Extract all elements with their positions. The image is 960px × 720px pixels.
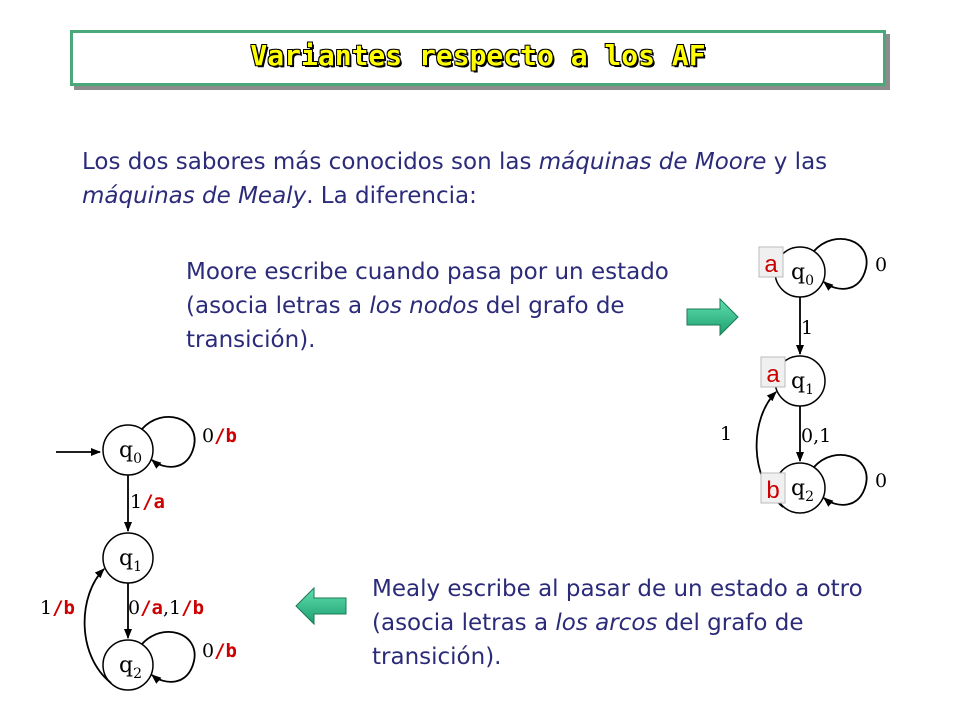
moore-output-box-q1 xyxy=(760,356,786,388)
moore-q2-q1-label: 1 xyxy=(720,423,732,445)
mealy-text-2: del grafo de transición). xyxy=(372,610,804,670)
moore-q1-q2-label: 0,1 xyxy=(801,425,831,447)
mealy-q2-label: q2 xyxy=(119,653,142,682)
intro-emphasis-moore: máquinas de Moore xyxy=(538,149,767,175)
moore-output-box-q2 xyxy=(760,472,786,504)
right-arrow-icon xyxy=(686,297,739,337)
mealy-q1-q2-label: 0/a,1/b xyxy=(128,597,204,619)
mealy-q2-loop-label: 0/b xyxy=(202,640,237,662)
left-arrow-icon xyxy=(295,586,347,626)
mealy-q2-q1-label: 1/b xyxy=(40,597,75,619)
page-title: Variantes respecto a los AF xyxy=(250,39,706,72)
mealy-q0-loop-label: 0/b xyxy=(202,425,237,447)
moore-emphasis: los nodos xyxy=(369,293,479,319)
title-box: Variantes respecto a los AF xyxy=(70,30,886,86)
intro-text-1: Los dos sabores más conocidos son las xyxy=(82,149,539,175)
mealy-edge-q0-loop xyxy=(141,416,196,469)
moore-diagram: q0 q1 q2 a a b 0 1 0,1 1 0 xyxy=(720,238,887,514)
mealy-diagram: q0 q1 q2 0/b 1/a 0/a,1/b 1/b 0/b xyxy=(40,416,237,691)
moore-q2-loop-label: 0 xyxy=(875,470,887,492)
mealy-state-q2 xyxy=(102,639,154,691)
intro-text-3: . La diferencia: xyxy=(306,183,477,209)
moore-output-q0: a xyxy=(764,251,778,278)
mealy-text-1: Mealy escribe al pasar de un estado a ot… xyxy=(372,576,863,636)
mealy-q0-q1-label: 1/a xyxy=(130,491,165,513)
intro-text-2: y las xyxy=(766,149,828,175)
moore-edge-q2-loop xyxy=(813,454,868,507)
moore-q1-label: q1 xyxy=(791,369,814,398)
moore-q0-label: q0 xyxy=(791,260,814,289)
moore-q2-label: q2 xyxy=(791,476,814,505)
moore-edge-q0-loop xyxy=(813,238,868,291)
mealy-emphasis: los arcos xyxy=(555,610,658,636)
moore-text-2: del grafo de transición). xyxy=(186,293,625,353)
intro-paragraph: Los dos sabores más conocidos son las má… xyxy=(82,145,882,213)
moore-q0-q1-label: 1 xyxy=(801,317,813,339)
moore-q0-loop-label: 0 xyxy=(875,254,887,276)
mealy-edge-q2-loop xyxy=(141,631,196,684)
moore-description: Moore escribe cuando pasa por un estado … xyxy=(186,255,706,357)
moore-output-box-q0 xyxy=(758,246,784,278)
mealy-q1-label: q1 xyxy=(119,546,142,575)
mealy-edge-q2-q1 xyxy=(83,568,112,684)
moore-text-1: Moore escribe cuando pasa por un estado … xyxy=(186,259,669,319)
mealy-q0-label: q0 xyxy=(119,438,142,467)
mealy-description: Mealy escribe al pasar de un estado a ot… xyxy=(372,572,892,674)
moore-output-q2: b xyxy=(766,477,779,504)
intro-emphasis-mealy: máquinas de Mealy xyxy=(82,183,307,209)
moore-output-q1: a xyxy=(766,361,780,388)
